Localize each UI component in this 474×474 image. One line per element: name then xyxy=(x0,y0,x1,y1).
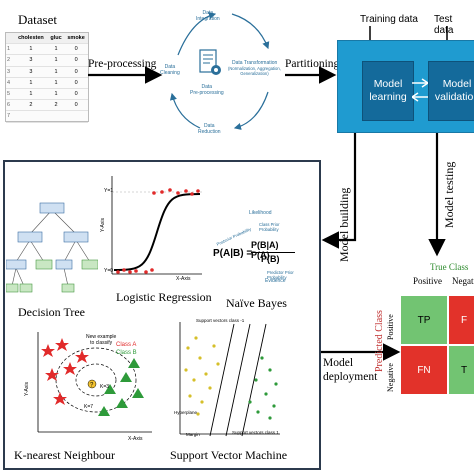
nb-class-prior: Class Prior Probability xyxy=(259,222,280,232)
model-deployment-label: Model deployment xyxy=(323,357,378,383)
knn-x-axis: X-Axis xyxy=(128,436,143,442)
logistic-y1: Y=1 xyxy=(104,188,114,194)
model-block: Model learning Model validation xyxy=(337,40,474,133)
logistic-y0: Y=0 xyxy=(104,268,114,274)
nb-posterior: Posterior Probability xyxy=(215,226,252,247)
nb-evidence: Evidence xyxy=(265,278,286,284)
knn-class-a: Class A xyxy=(116,342,137,348)
cycle-reduction: Data Reduction xyxy=(198,123,221,135)
naive-bayes-formula: Likelihood Class Prior Probability Poste… xyxy=(205,196,295,286)
model-validation-box: Model validation xyxy=(428,61,474,121)
table-header-index xyxy=(6,33,14,45)
cm-cell-tp: TP xyxy=(401,296,447,344)
document-gear-icon xyxy=(199,49,221,75)
cm-col-negative: Negati xyxy=(452,276,474,286)
nb-lhs: P(A|B) = xyxy=(213,248,253,259)
table-header: cholesten xyxy=(14,33,48,45)
dataset-title: Dataset xyxy=(18,12,57,27)
training-data-label: Training data xyxy=(360,14,418,25)
arrow-model-building xyxy=(321,131,357,249)
nb-likelihood: Likelihood xyxy=(249,210,272,216)
logistic-y-axis: Y-Axis xyxy=(100,218,106,232)
knn-y-axis: Y-Axis xyxy=(24,382,30,396)
table-header: smoke xyxy=(64,33,88,45)
cm-row-negative: Negative xyxy=(386,363,395,392)
nb-numerator: P(B|A) P(A) xyxy=(251,240,279,260)
cycle-transformation: Data Transformation xyxy=(232,60,278,66)
cycle-center: Data Pre-processing xyxy=(190,84,224,96)
logistic-regression-label: Logistic Regression xyxy=(116,290,212,304)
cm-col-positive: Positive xyxy=(413,276,443,286)
model-building-label: Model building xyxy=(337,187,351,262)
model-learning-box: Model learning xyxy=(362,61,414,121)
svm-hyperplane: Hyperplane xyxy=(174,410,198,415)
decision-tree-graphic xyxy=(6,202,98,293)
svm-support-vectors-2: Support vectors class 1 xyxy=(232,430,279,435)
knn-k3: K=3 xyxy=(100,384,110,390)
knn-plot: ? xyxy=(37,332,152,433)
knn-k7: K=7 xyxy=(84,404,94,410)
true-class-label: True Class xyxy=(430,262,469,272)
knn-label: K-nearest Neighbour xyxy=(14,448,115,462)
svm-class-2-points xyxy=(248,356,278,420)
cm-cell-fn: FN xyxy=(401,346,447,394)
partitioning-label: Partitioning xyxy=(285,58,340,70)
svm-support-vectors-1: Support vectors class -1 xyxy=(196,318,245,323)
logistic-x-axis: X-Axis xyxy=(176,276,191,282)
cycle-integration: Data Integration xyxy=(196,10,220,22)
preprocessing-label: Pre-processing xyxy=(88,58,157,70)
nb-fraction-bar xyxy=(251,252,295,253)
knn-class-b: Class B xyxy=(116,350,137,356)
cycle-transformation-sub: (Normalization, Aggregation, Generalizat… xyxy=(228,66,281,76)
test-data-label: Test data xyxy=(434,14,454,36)
knn-new-example: New example to classify xyxy=(86,334,117,346)
svm-plot xyxy=(179,322,280,437)
knn-class-b-points xyxy=(98,358,144,416)
cycle-cleaning: Data Cleaning xyxy=(160,64,180,76)
cm-row-positive: Positive xyxy=(386,314,395,340)
naive-bayes-label: Naïve Bayes xyxy=(226,296,287,310)
svm-margin: Margin xyxy=(186,432,200,437)
logistic-regression-plot xyxy=(111,176,202,275)
table-row: 7 xyxy=(6,110,88,123)
knn-class-a-points xyxy=(41,338,89,405)
predicted-class-label: Predicted Class xyxy=(374,310,385,372)
logistic-points xyxy=(116,188,200,274)
table-header: gluc xyxy=(47,33,65,45)
cm-cell-fp: F xyxy=(449,296,474,344)
nb-denominator: P(B) xyxy=(261,254,280,264)
decision-tree-label: Decision Tree xyxy=(18,305,85,319)
loop-arrows xyxy=(412,78,428,102)
svm-class-1-points xyxy=(184,336,220,416)
nb-predictor-prior: Predictor Prior Probability xyxy=(267,270,294,280)
svm-label: Support Vector Machine xyxy=(170,448,288,462)
svg-text:?: ? xyxy=(90,383,94,389)
model-testing-label: Model testing xyxy=(442,161,456,228)
cm-cell-tn: T xyxy=(449,346,474,394)
